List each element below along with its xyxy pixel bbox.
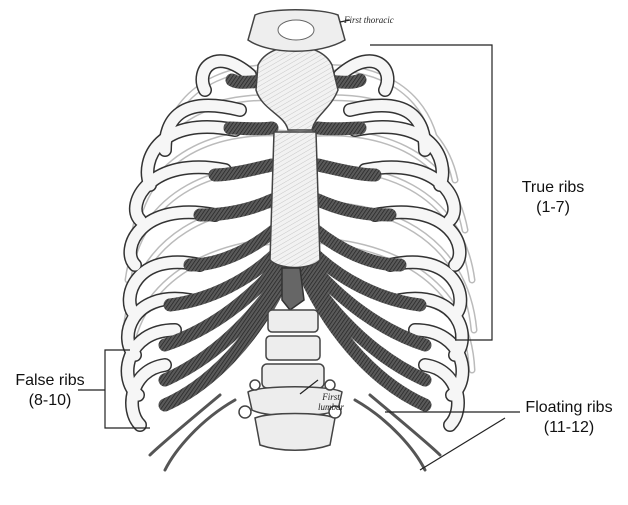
- floating-ribs-range: (11-12): [543, 419, 595, 436]
- true-ribs-bracket: [370, 44, 493, 341]
- false-ribs-range: (8-10): [28, 392, 72, 409]
- true-ribs-title: True ribs: [521, 179, 585, 196]
- first-lumbar-line2: lumbar: [318, 402, 345, 412]
- false-ribs-title: False ribs: [15, 372, 85, 389]
- first-lumbar-line1: First: [322, 392, 340, 402]
- anterior-ribs-right-fill: [334, 55, 468, 431]
- first-lumbar-leader: [299, 379, 319, 395]
- floating-ribs-label: Floating ribs (11-12): [510, 398, 628, 438]
- annotation-lines: [78, 19, 520, 471]
- true-ribs-label: True ribs (1-7): [495, 178, 611, 218]
- floating-ribs-leader-lower: [419, 417, 506, 471]
- first-lumbar-label: First lumbar: [318, 392, 344, 412]
- first-thoracic-label: First thoracic: [344, 15, 394, 25]
- true-ribs-range: (1-7): [536, 199, 570, 216]
- floating-ribs-title: Floating ribs: [525, 399, 613, 416]
- false-ribs-label: False ribs (8-10): [0, 371, 100, 411]
- sternum: [255, 45, 339, 312]
- first-thoracic-vertebra: [247, 9, 346, 52]
- false-ribs-bracket: [104, 349, 150, 429]
- lumbar-vertebrae: [238, 309, 343, 451]
- floating-ribs: [148, 393, 442, 472]
- first-thoracic-leader: [339, 19, 351, 23]
